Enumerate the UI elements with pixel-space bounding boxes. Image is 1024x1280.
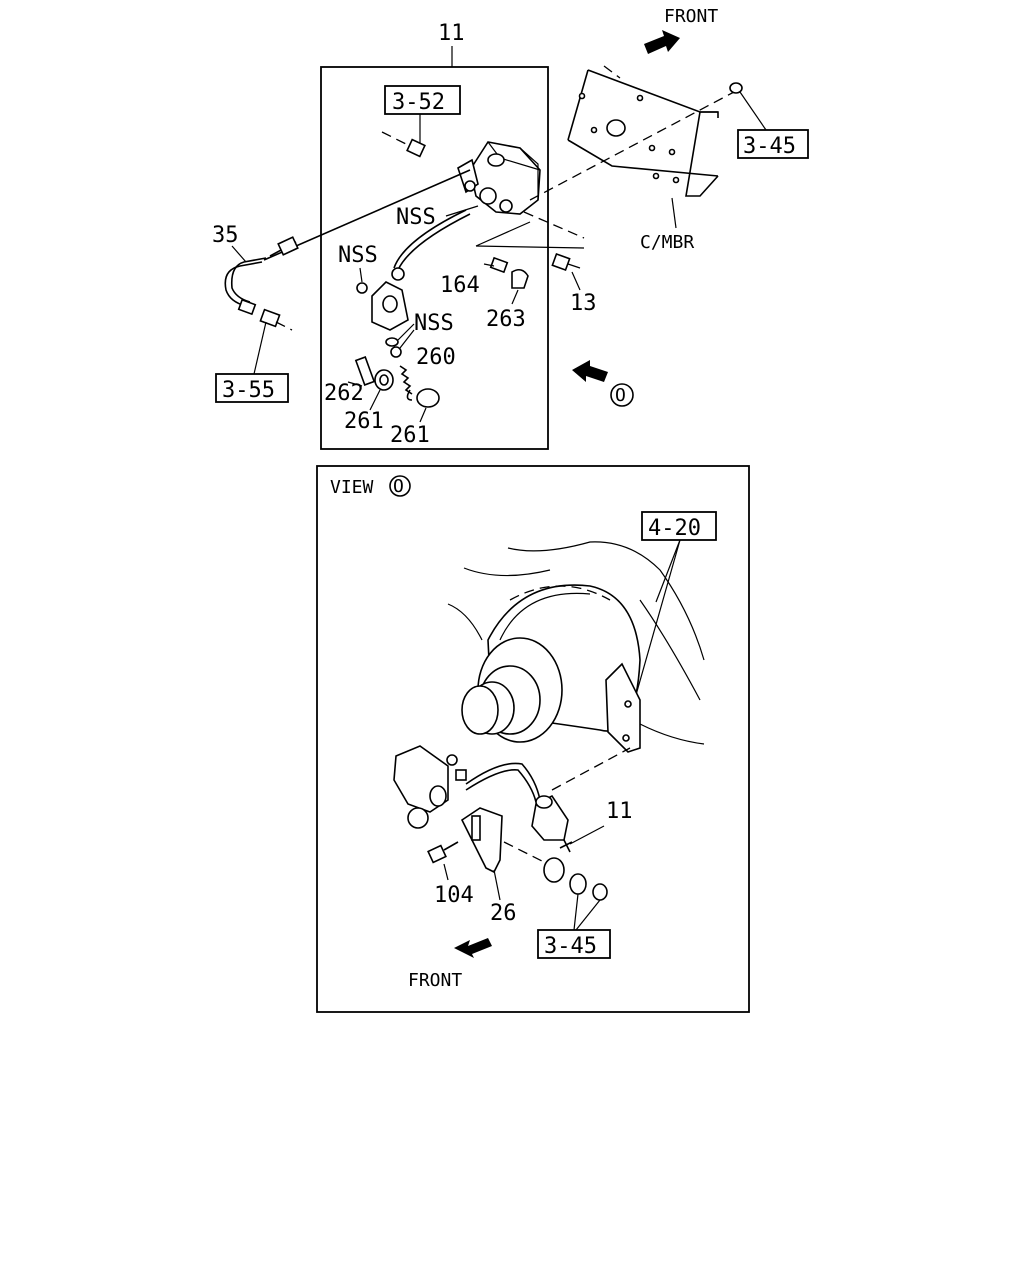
- ref-box-3-45-bottom: [537, 929, 611, 959]
- ref-label-3-45-top: 3-45: [743, 134, 796, 159]
- front-arrow-bottom-icon: [454, 938, 492, 958]
- part-261b-label: 261: [390, 423, 430, 448]
- brake-tube-35: [224, 169, 471, 331]
- part-263-leader: [511, 289, 519, 305]
- bushing-261-a-hole: [379, 374, 389, 386]
- bolt-13-shank: [567, 263, 581, 269]
- part-263-label: 263: [486, 307, 526, 332]
- nss-lower-leader-b: [399, 329, 415, 349]
- ref-4-20-leader-b: [633, 539, 681, 703]
- sensor-link-11: [531, 794, 573, 883]
- view-mark-label-bottom: O: [393, 476, 404, 497]
- part-164-label: 164: [440, 273, 480, 298]
- view-arrow-icon: [572, 360, 608, 382]
- nut-nss-left: [356, 282, 368, 294]
- bolt-13: [551, 252, 571, 272]
- nss-lower-leader-a: [397, 323, 415, 341]
- axle-housing: [447, 541, 705, 745]
- nss-label-lower: NSS: [414, 311, 454, 336]
- ref-box-3-45-top: [737, 129, 809, 159]
- cmbr-label: C/MBR: [640, 232, 694, 253]
- ref-label-4-20: 4-20: [648, 516, 701, 541]
- part-261b-leader: [419, 407, 427, 423]
- bracket-guide-a: [475, 221, 531, 247]
- front-label-top: FRONT: [664, 6, 718, 27]
- ref-3-55-leader: [253, 321, 267, 375]
- part-13-leader: [571, 271, 581, 291]
- part-104-label: 104: [434, 883, 474, 908]
- cmbr-leader: [671, 197, 677, 229]
- bracket-hole-b: [622, 734, 630, 742]
- ref-label-3-45-bottom: 3-45: [544, 934, 597, 959]
- washer-nss-lower: [385, 337, 399, 347]
- spring-260: [399, 365, 413, 395]
- bolt-13-axis: [523, 211, 585, 239]
- part-262-leader: [347, 381, 363, 387]
- ref-label-3-55: 3-55: [222, 378, 275, 403]
- spring-hook: [406, 389, 413, 401]
- bolt-axis-line: [381, 131, 411, 147]
- frame-hidden-line: [603, 65, 621, 79]
- ref-3-45-leader-b: [575, 899, 601, 931]
- ref-box-3-55: [215, 373, 289, 403]
- ref-3-45-leader: [739, 91, 767, 131]
- nut-nss-lower: [390, 346, 402, 358]
- view-mark-label-top: O: [615, 385, 626, 406]
- part-104-leader: [443, 863, 449, 881]
- washer-3-45: [569, 873, 587, 895]
- bracket-hole-a: [624, 700, 632, 708]
- part-26-leader: [493, 869, 501, 901]
- part-11-leader: [569, 825, 605, 845]
- stud-26: [471, 815, 481, 841]
- view-frame: [316, 465, 750, 1013]
- bottom-panel: VIEW O 4-20: [316, 465, 750, 1013]
- part-35-label: 35: [212, 223, 239, 248]
- pin-262: [354, 356, 376, 386]
- ref-box-3-52: [384, 85, 461, 115]
- nss-label-left: NSS: [338, 243, 378, 268]
- bushing-261-b: [416, 388, 440, 408]
- sensor-lever: [371, 209, 471, 331]
- nss-left-leader: [359, 267, 363, 283]
- nss-label-upper: NSS: [396, 205, 436, 230]
- ref-3-45-leader-a: [573, 893, 579, 931]
- valve-view: [393, 745, 541, 829]
- bolt-104-shank: [443, 841, 459, 851]
- part-261a-leader: [369, 389, 381, 411]
- housing-bracket: [605, 662, 641, 753]
- bolt-head-top: [406, 138, 426, 158]
- part-13-label: 13: [570, 291, 597, 316]
- bolt-164-shank: [483, 263, 495, 267]
- part-260-label: 260: [416, 345, 456, 370]
- ref-box-4-20: [641, 511, 717, 541]
- nss-upper-leader: [445, 205, 479, 217]
- cross-member: [567, 69, 719, 197]
- bracket-26: [460, 807, 503, 874]
- view-label: VIEW: [330, 477, 374, 498]
- load-sensing-valve: [457, 141, 541, 215]
- view-mark-circle: [610, 383, 634, 407]
- bracket-guide-b: [475, 245, 585, 249]
- part-11-label: 11: [606, 799, 633, 824]
- front-arrow-top-icon: [644, 30, 680, 54]
- assembly-frame: [320, 66, 549, 450]
- front-label-bottom: FRONT: [408, 970, 462, 991]
- view-mark-circle-bottom: [389, 475, 411, 497]
- part-35-leader: [231, 245, 247, 263]
- part-26-label: 26: [490, 901, 517, 926]
- bracket-axis-line: [551, 747, 631, 791]
- assembly-number-label: 11: [438, 21, 465, 46]
- cap-263: [511, 268, 529, 289]
- part-261a-label: 261: [344, 409, 384, 434]
- top-panel: 11 FRONT 3-52: [212, 6, 809, 450]
- nut-3-45-top: [729, 82, 743, 94]
- bolt-104: [427, 844, 447, 864]
- ref-label-3-52: 3-52: [392, 90, 445, 115]
- bolt-164: [489, 256, 509, 274]
- nut-axis-line: [529, 91, 735, 201]
- ref-4-20-leader-a: [655, 539, 681, 603]
- nut-3-45-bottom: [592, 883, 608, 901]
